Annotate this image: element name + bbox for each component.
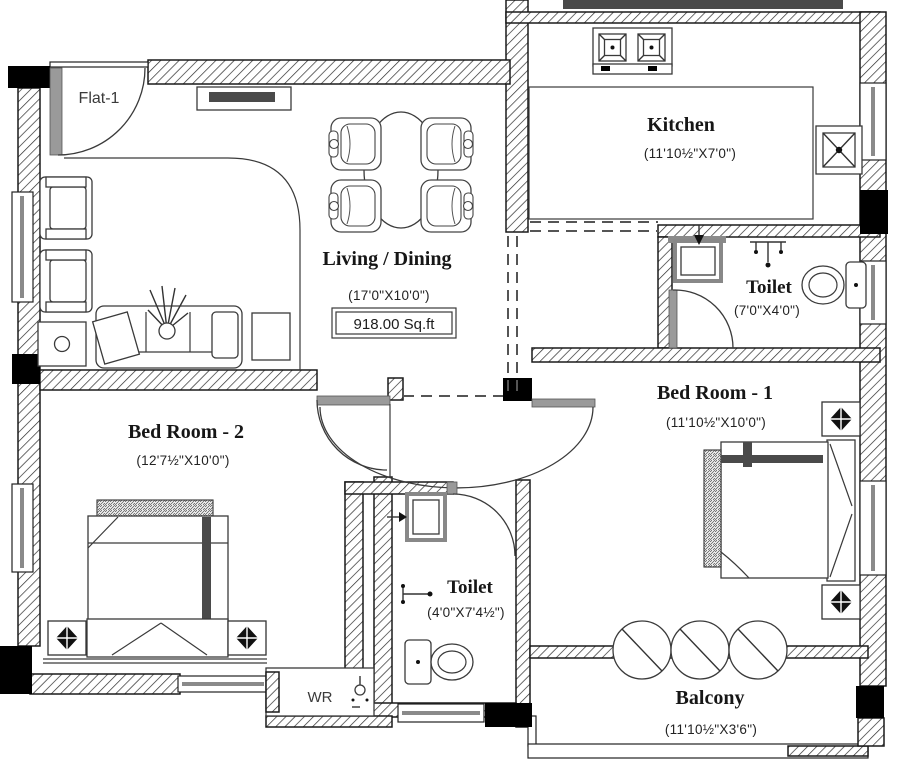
- sofa-cushion-left: [91, 311, 141, 365]
- living-room-label: Living / Dining: [323, 248, 452, 270]
- wardrobe-label: WR: [308, 689, 333, 706]
- dining-chair: [328, 179, 382, 233]
- flat-label: Flat-1: [79, 90, 120, 107]
- columns: [0, 66, 888, 727]
- dining-set: [328, 111, 474, 233]
- sofa-set: [91, 285, 291, 369]
- stove: [592, 27, 673, 75]
- bed1-nightstand-top: [821, 401, 861, 437]
- balcony-planters: [612, 620, 788, 680]
- balcony-bottom-wall-hatch: [787, 745, 869, 757]
- right-wall-balcony-segment: [857, 717, 885, 747]
- bed2-nightstand-right: [227, 620, 267, 656]
- wc-mid: [404, 639, 474, 685]
- kitchen-label: Kitchen: [647, 114, 715, 136]
- bedroom2-door: [316, 395, 391, 477]
- entry-lintel: [49, 61, 149, 68]
- bed-1: [703, 401, 861, 620]
- shower-symbol-mid: [401, 584, 433, 604]
- toilet2-door: [446, 481, 516, 557]
- bed-2: [43, 499, 267, 664]
- toilet1-label: Toilet: [746, 277, 792, 298]
- bedroom2-right-wall: [373, 476, 393, 718]
- area-label: 918.00 Sq.ft: [354, 316, 436, 333]
- column-toilet2-bottom: [485, 703, 532, 727]
- bed2-nightstand-left: [47, 620, 87, 656]
- tv-unit: [196, 86, 292, 111]
- toilet1-top-wall: [657, 224, 881, 238]
- window-kitchen-right: [859, 82, 887, 161]
- toilet2-right-wall: [515, 479, 531, 728]
- main-entry-door: [49, 67, 146, 156]
- armchair-2: [39, 249, 93, 313]
- bed1-headboard: [826, 439, 856, 582]
- column-right-balcony: [856, 686, 884, 718]
- dining-chair: [420, 179, 474, 233]
- kitchen-left-wall: [505, 0, 529, 233]
- doors: [49, 67, 734, 557]
- burner-left: [598, 33, 627, 62]
- toilet1-dims: (7'0"X4'0"): [734, 303, 800, 318]
- living-bedroom2-wall: [39, 369, 318, 391]
- bed1-nightstand-bottom: [821, 584, 861, 620]
- washbasin-top: [673, 239, 723, 283]
- column-bottom-left: [0, 646, 32, 694]
- exhaust-fan: [815, 125, 863, 175]
- dining-chair: [420, 117, 474, 171]
- toilet1-fixtures: [668, 225, 867, 309]
- kitchen-dims: (11'10½"X7'0"): [644, 146, 736, 161]
- living-top-wall: [147, 59, 511, 85]
- wr-bottom-wall: [265, 715, 393, 728]
- water-inlet-arrow: [694, 225, 704, 245]
- labels: Flat-1 Living / Dining (17'0"X10'0") 918…: [79, 90, 800, 737]
- dining-chair: [328, 117, 382, 171]
- kitchen-counter: [528, 86, 814, 220]
- armchairs: [37, 176, 93, 367]
- balcony-dims: (11'10½"X3'6"): [665, 722, 757, 737]
- water-inlet-arrow-mid: [387, 512, 407, 522]
- window-bedroom2-left: [11, 483, 34, 573]
- washbasin-mid: [405, 492, 447, 542]
- burner-right: [637, 33, 666, 62]
- balcony-label: Balcony: [676, 687, 745, 709]
- wc-top: [801, 261, 867, 309]
- upper-flat-counter-sliver: [563, 0, 843, 9]
- bedroom2-bottom-wall: [29, 673, 181, 695]
- toilet2-fixtures: [387, 492, 474, 685]
- window-toilet2-bottom: [397, 703, 485, 723]
- living-area-boundary-line: [64, 157, 301, 370]
- window-bedroom1-right: [859, 480, 887, 576]
- column-left-mid: [12, 354, 40, 384]
- wardrobe-niche: [265, 667, 375, 717]
- toilet2-label: Toilet: [447, 577, 493, 598]
- area-box: 918.00 Sq.ft: [331, 307, 457, 339]
- bedroom1-label: Bed Room - 1: [657, 382, 773, 404]
- toilet2-dims: (4'0"X7'4½"): [427, 605, 505, 620]
- column-top-left: [8, 66, 50, 88]
- bed2-headboard: [96, 499, 214, 517]
- window-living-left: [11, 191, 34, 303]
- arch-left-jamb: [387, 377, 404, 401]
- shower-symbol-top: [750, 241, 786, 268]
- bed1-pillow-strip: [703, 449, 722, 568]
- corner-table: [251, 312, 291, 361]
- living-room-dims: (17'0"X10'0"): [348, 288, 430, 303]
- toilet1-door: [668, 289, 734, 349]
- window-bedroom2-bottom: [177, 675, 269, 693]
- toilet1-bottom-wall: [531, 347, 881, 363]
- bed1-mattress: [720, 441, 829, 579]
- bedroom2-label: Bed Room - 2: [128, 421, 244, 443]
- sofa-cushion-right: [211, 311, 239, 359]
- side-table-lamp: [37, 321, 87, 367]
- plant: [147, 285, 189, 340]
- column-right-kitchen: [860, 190, 888, 234]
- armchair-1: [39, 176, 93, 240]
- kitchen-top-wall: [505, 11, 881, 24]
- windows: [11, 82, 887, 723]
- shower-drain-symbol: [351, 676, 369, 708]
- bedroom2-dims: (12'7½"X10'0"): [136, 453, 229, 468]
- dashed-openings: [403, 221, 658, 397]
- bedroom1-dims: (11'10½"X10'0"): [666, 415, 766, 430]
